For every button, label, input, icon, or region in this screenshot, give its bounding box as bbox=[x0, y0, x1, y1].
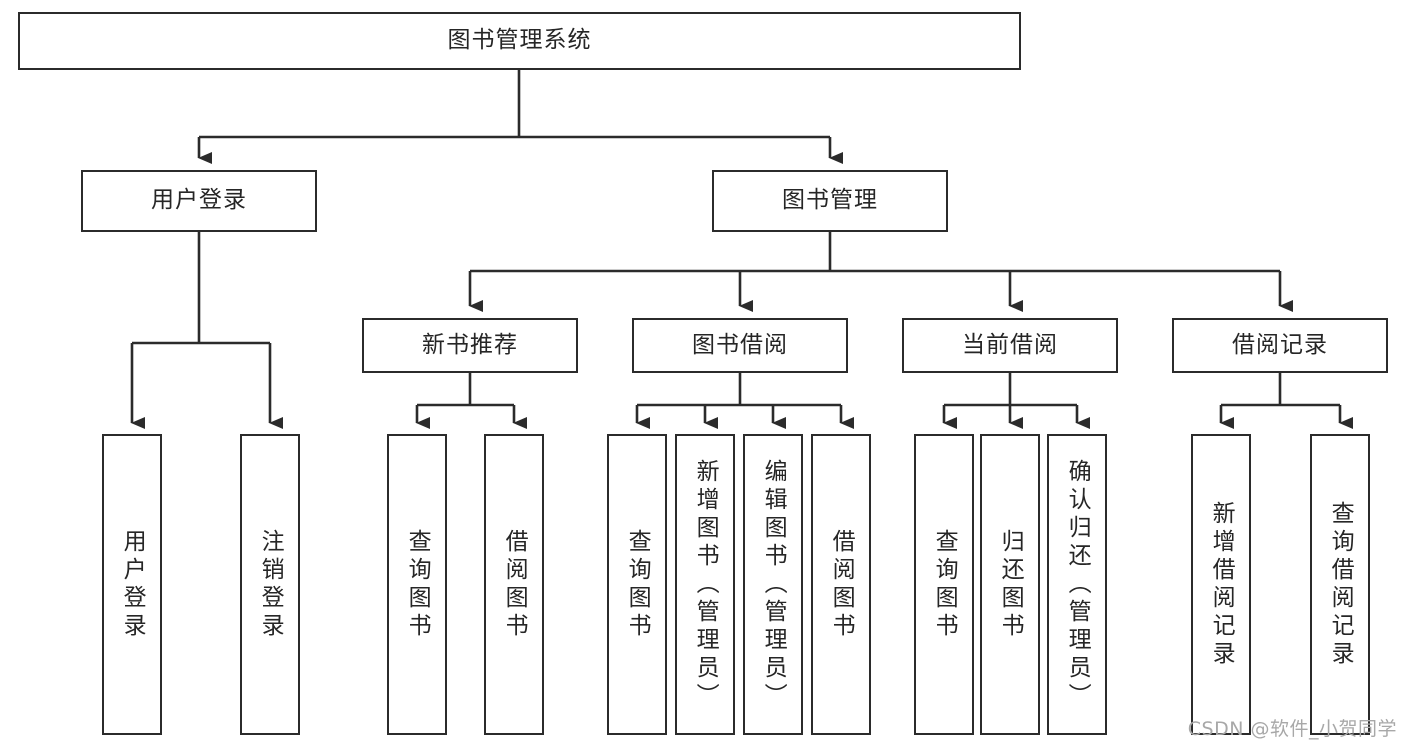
node-leaf-confirm-return-label: 确认归还（管理员） bbox=[1064, 458, 1091, 711]
node-leaf-return-book[interactable]: 归还图书 bbox=[980, 434, 1040, 735]
node-leaf-borrow-book-2-label: 借阅图书 bbox=[828, 528, 855, 641]
node-book-manage-label: 图书管理 bbox=[782, 187, 878, 214]
node-leaf-query-book-3[interactable]: 查询图书 bbox=[914, 434, 974, 735]
node-borrow-record[interactable]: 借阅记录 bbox=[1172, 318, 1388, 373]
node-leaf-add-record[interactable]: 新增借阅记录 bbox=[1191, 434, 1251, 735]
node-root[interactable]: 图书管理系统 bbox=[18, 12, 1021, 70]
node-book-borrow-label: 图书借阅 bbox=[692, 331, 788, 358]
node-current-borrow-label: 当前借阅 bbox=[962, 331, 1058, 358]
node-leaf-borrow-book-1-label: 借阅图书 bbox=[501, 528, 528, 641]
node-leaf-query-record[interactable]: 查询借阅记录 bbox=[1310, 434, 1370, 735]
node-book-borrow[interactable]: 图书借阅 bbox=[632, 318, 848, 373]
node-leaf-query-book-1-label: 查询图书 bbox=[404, 528, 431, 641]
node-leaf-query-book-2-label: 查询图书 bbox=[624, 528, 651, 641]
node-current-borrow[interactable]: 当前借阅 bbox=[902, 318, 1118, 373]
node-borrow-record-label: 借阅记录 bbox=[1232, 331, 1328, 358]
node-leaf-query-book-1[interactable]: 查询图书 bbox=[387, 434, 447, 735]
node-leaf-user-login-label: 用户登录 bbox=[119, 528, 146, 641]
node-root-label: 图书管理系统 bbox=[447, 27, 592, 54]
node-leaf-borrow-book-2[interactable]: 借阅图书 bbox=[811, 434, 871, 735]
watermark-text: CSDN @软件_小贺同学 bbox=[1187, 718, 1397, 740]
node-new-book-rec[interactable]: 新书推荐 bbox=[362, 318, 578, 373]
node-book-manage[interactable]: 图书管理 bbox=[712, 170, 948, 232]
node-leaf-query-record-label: 查询借阅记录 bbox=[1327, 500, 1354, 669]
node-leaf-edit-book-label: 编辑图书（管理员） bbox=[760, 458, 787, 711]
node-leaf-add-record-label: 新增借阅记录 bbox=[1208, 500, 1235, 669]
node-user-login[interactable]: 用户登录 bbox=[81, 170, 317, 232]
node-leaf-add-book[interactable]: 新增图书（管理员） bbox=[675, 434, 735, 735]
node-new-book-rec-label: 新书推荐 bbox=[422, 331, 518, 358]
node-leaf-add-book-label: 新增图书（管理员） bbox=[692, 458, 719, 711]
node-leaf-query-book-2[interactable]: 查询图书 bbox=[607, 434, 667, 735]
node-leaf-edit-book[interactable]: 编辑图书（管理员） bbox=[743, 434, 803, 735]
node-leaf-borrow-book-1[interactable]: 借阅图书 bbox=[484, 434, 544, 735]
node-leaf-query-book-3-label: 查询图书 bbox=[931, 528, 958, 641]
node-leaf-user-login[interactable]: 用户登录 bbox=[102, 434, 162, 735]
node-leaf-user-logout[interactable]: 注销登录 bbox=[240, 434, 300, 735]
node-leaf-return-book-label: 归还图书 bbox=[997, 528, 1024, 641]
node-leaf-user-logout-label: 注销登录 bbox=[257, 528, 284, 641]
node-user-login-label: 用户登录 bbox=[151, 187, 247, 214]
node-leaf-confirm-return[interactable]: 确认归还（管理员） bbox=[1047, 434, 1107, 735]
